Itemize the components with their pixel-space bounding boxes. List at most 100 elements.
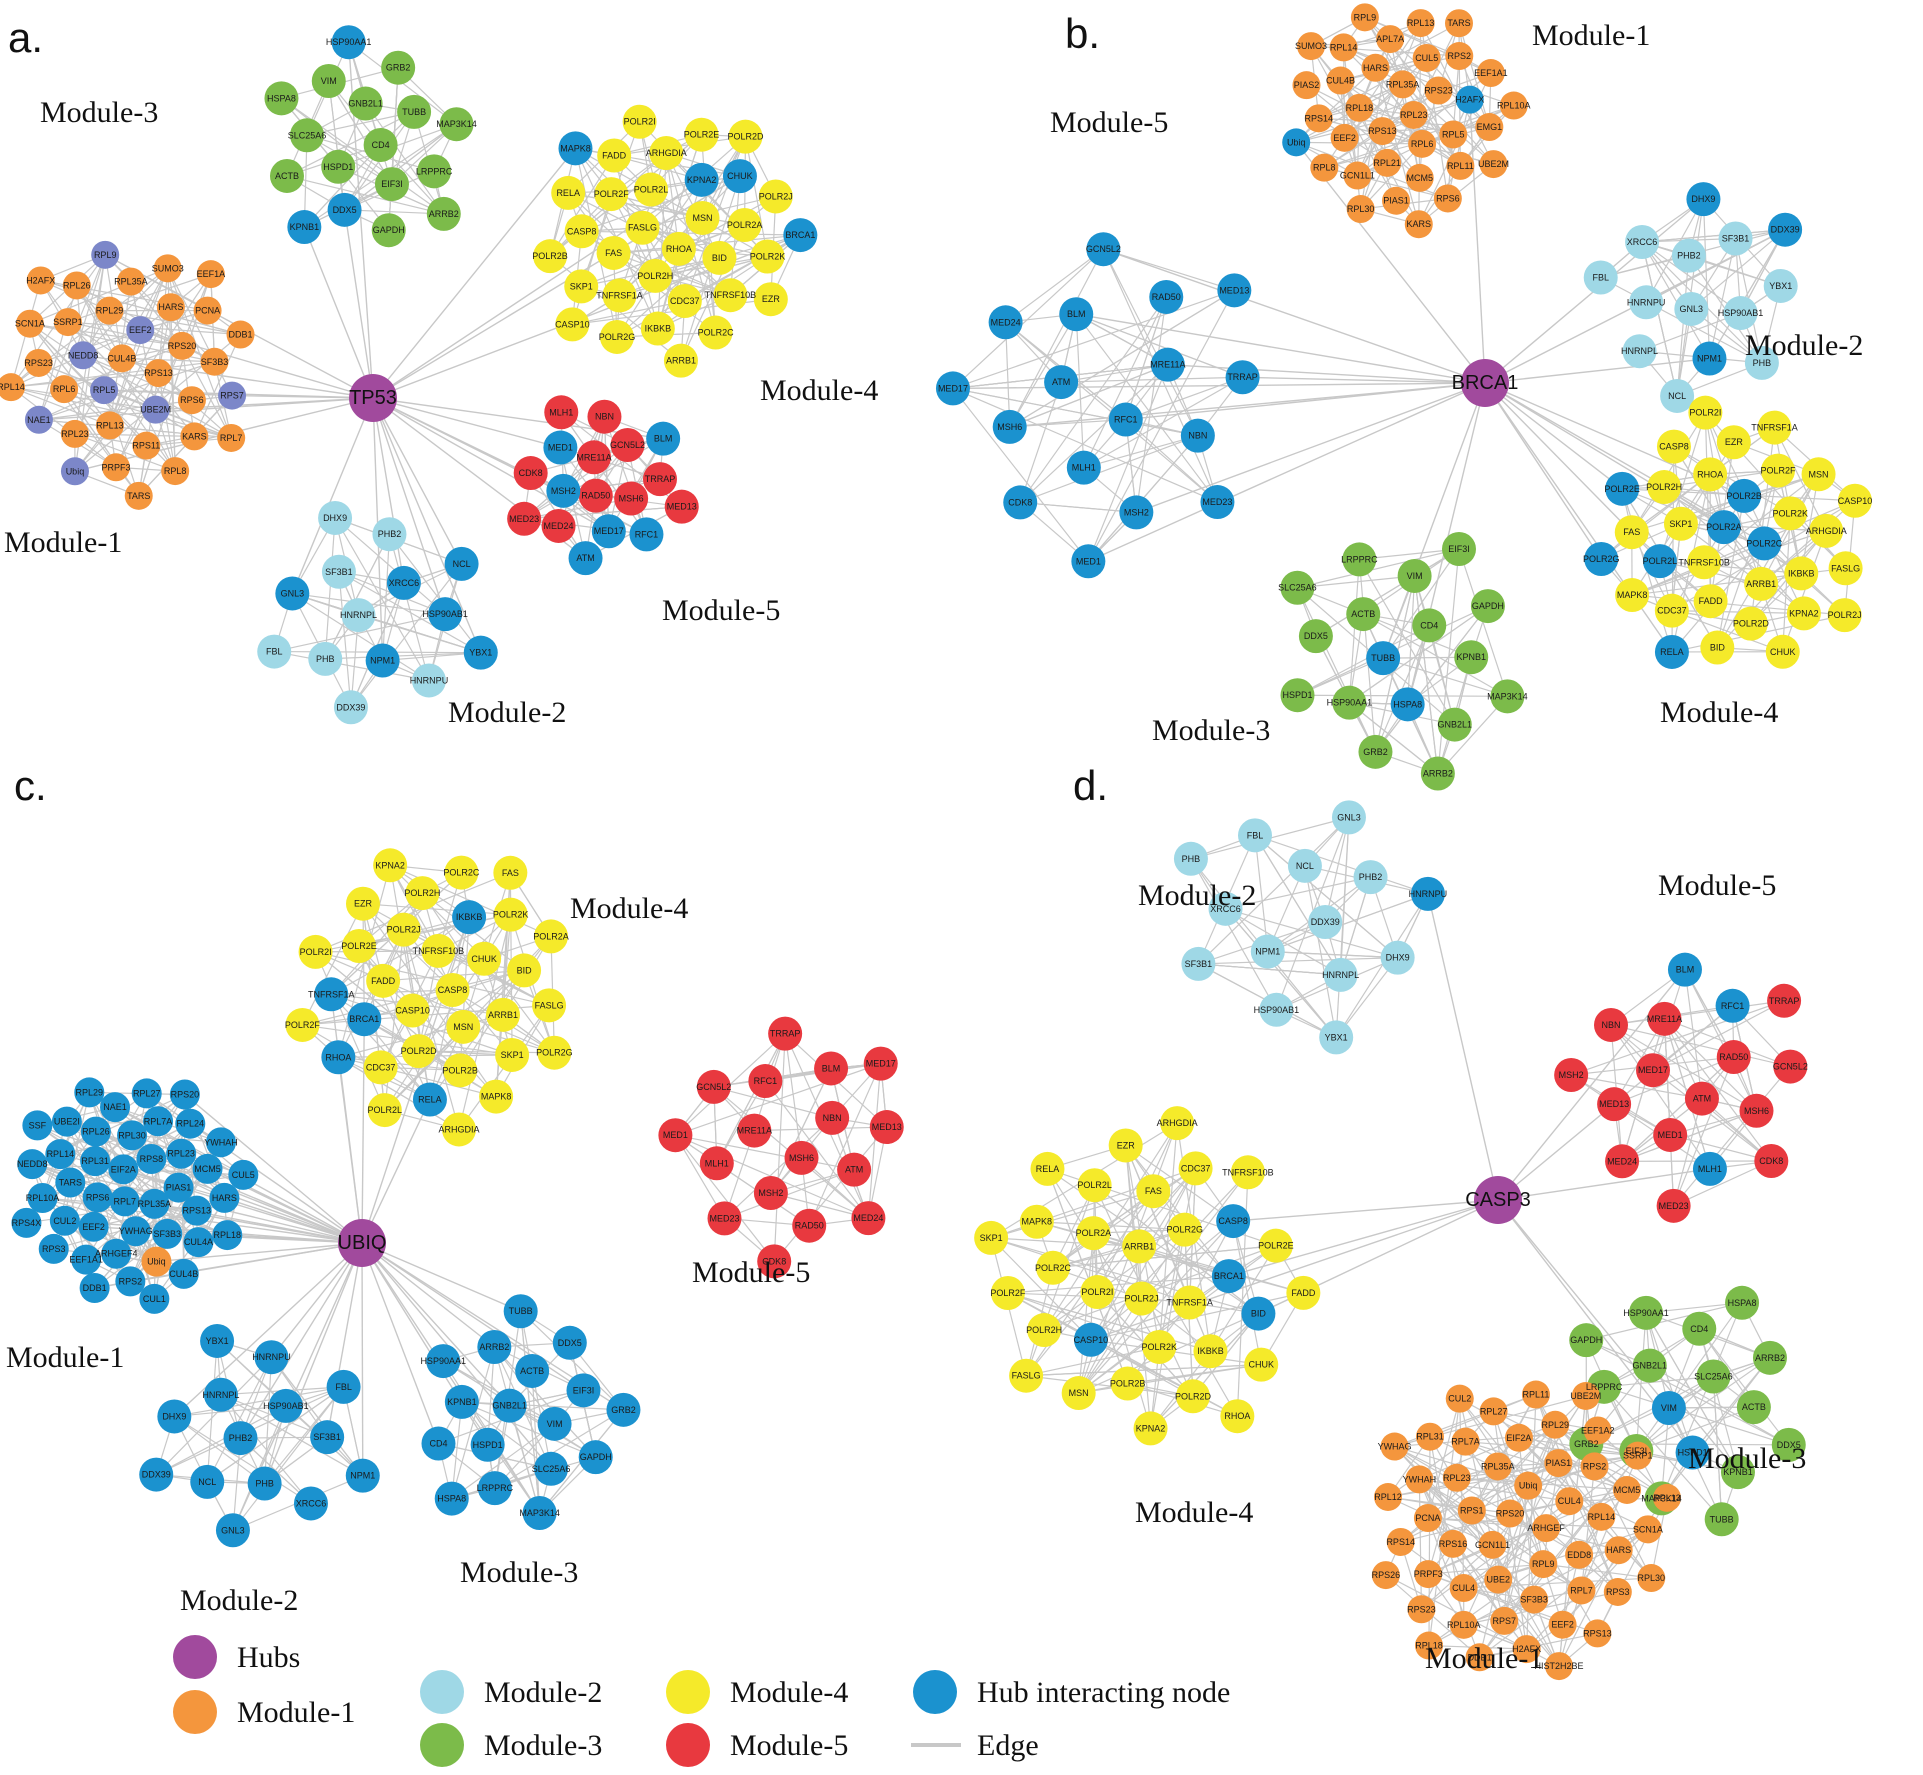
node-label-gnb2l1: GNB2L1 [492, 1401, 527, 1411]
edge [1680, 523, 1827, 532]
node-label-ddx39: DDX39 [1771, 225, 1800, 235]
hub-edge [1382, 382, 1486, 659]
edge [1046, 1168, 1160, 1348]
node-polr2b [1110, 1366, 1145, 1401]
node-label-blm: BLM [1676, 965, 1695, 975]
node-phb [247, 1466, 282, 1501]
node-label-blm: BLM [654, 434, 673, 444]
node-msh6 [1739, 1093, 1774, 1128]
node-mapk8 [1615, 578, 1650, 613]
node-label-rpl26: RPL26 [82, 1127, 110, 1137]
node-label-ubiq: Ubiq [66, 466, 85, 476]
node-label-phb2: PHB2 [1359, 872, 1383, 882]
legend-item-module-3: Module-3 [420, 1723, 602, 1767]
hub-edge [1009, 382, 1486, 428]
edge [520, 1311, 552, 1469]
node-label-rpl9: RPL9 [1354, 12, 1377, 22]
node-label-ssf: SSF [29, 1120, 47, 1130]
node-label-polr2h: POLR2H [637, 271, 673, 281]
node-label-slc25a6: SLC25A6 [1694, 1371, 1733, 1381]
node-label-mapk8: MAPK8 [1022, 1217, 1053, 1227]
node-ncl [1287, 848, 1322, 883]
node-label-arhgdia: ARHGDIA [646, 148, 687, 158]
edge [1427, 1517, 1535, 1601]
node-polr2f [594, 177, 629, 212]
node-rhoa [321, 1040, 356, 1075]
node-med24 [1605, 1144, 1640, 1179]
edge [1673, 1066, 1791, 1207]
node-label-skp1: SKP1 [1669, 519, 1692, 529]
node-polr2l [634, 172, 669, 207]
node-tubb [503, 1294, 538, 1329]
edge [784, 1033, 803, 1159]
edge [1684, 969, 1758, 1112]
node-label-fbl: FBL [266, 647, 283, 657]
edge [1043, 1122, 1178, 1331]
node-ywhah [205, 1127, 236, 1158]
node-label-phb2: PHB2 [229, 1433, 253, 1443]
node-label-sf3b1: SF3B1 [1185, 959, 1213, 969]
edge [1782, 530, 1827, 652]
edge [1335, 893, 1429, 1038]
node-label-rela: RELA [418, 1095, 442, 1105]
node-label-rpl9: RPL9 [1532, 1559, 1555, 1569]
edge [29, 323, 111, 426]
node-label-h2afx: H2AFX [1455, 95, 1484, 105]
node-label-rps3: RPS3 [42, 1244, 66, 1254]
node-pcna [1413, 1504, 1442, 1533]
edge [1362, 613, 1508, 697]
module-module-2 [257, 500, 498, 725]
node-label-polr2l: POLR2L [367, 1105, 402, 1115]
node-label-rps14: RPS14 [1304, 113, 1333, 123]
node-label-rpl13: RPL13 [96, 420, 124, 430]
node-label-eef1a2: EEF1A2 [1581, 1425, 1615, 1435]
node-label-rpl21: RPL21 [1373, 158, 1401, 168]
node-rela [412, 1082, 447, 1117]
node-label-hspa8: HSPA8 [1393, 699, 1422, 709]
node-label-med24: MED24 [853, 1213, 883, 1223]
edge [1603, 1386, 1789, 1446]
edge [990, 1237, 1259, 1315]
node-med13 [1597, 1087, 1632, 1122]
edge [1009, 364, 1169, 428]
node-label-rpl7a: RPL7A [1451, 1437, 1480, 1447]
node-label-polr2c: POLR2C [698, 328, 735, 338]
node-nedd8 [69, 341, 98, 370]
node-label-lrpprc: LRPPRC [1341, 554, 1378, 564]
edge [330, 892, 423, 995]
node-polr2c [444, 855, 479, 890]
node-phb2 [223, 1421, 258, 1456]
edge [1324, 817, 1350, 923]
node-ddb1 [79, 1273, 110, 1304]
panel-a [0, 25, 818, 725]
node-label-cul2: CUL2 [1448, 1394, 1471, 1404]
node-label-cd4: CD4 [372, 140, 390, 150]
node-mre11a [1150, 347, 1185, 382]
node-med1 [1071, 544, 1106, 579]
edge [1712, 1376, 1723, 1520]
edge [1360, 143, 1423, 210]
node-fas [596, 235, 631, 270]
module-title: Module-2 [180, 1584, 298, 1617]
node-label-apl7a: APL7A [1376, 34, 1404, 44]
node-label-polr2i: POLR2I [1689, 408, 1721, 418]
node-h2afx [1512, 1635, 1541, 1664]
node-msh2 [1119, 495, 1154, 530]
node-rpl7 [217, 423, 246, 452]
edge [1418, 1479, 1423, 1610]
edge [1297, 575, 1415, 589]
node-eef1a1 [1476, 59, 1505, 88]
node-label-cul5: CUL5 [232, 1170, 255, 1180]
node-label-casp10: CASP10 [1074, 1335, 1109, 1345]
hub-edge [361, 1242, 511, 1407]
edge [1709, 473, 1802, 574]
node-nbn [587, 399, 622, 434]
node-rpl12 [1374, 1482, 1403, 1511]
node-rpl10a [1449, 1610, 1478, 1639]
node-label-rpl11: RPL11 [1447, 161, 1474, 171]
node-label-faslg: FASLG [1831, 563, 1860, 573]
hub-edge [263, 1242, 363, 1484]
node-label-arrb2: ARRB2 [429, 209, 459, 219]
node-label-casp10: CASP10 [395, 1006, 430, 1016]
node-label-arrb2: ARRB2 [1755, 1353, 1785, 1363]
